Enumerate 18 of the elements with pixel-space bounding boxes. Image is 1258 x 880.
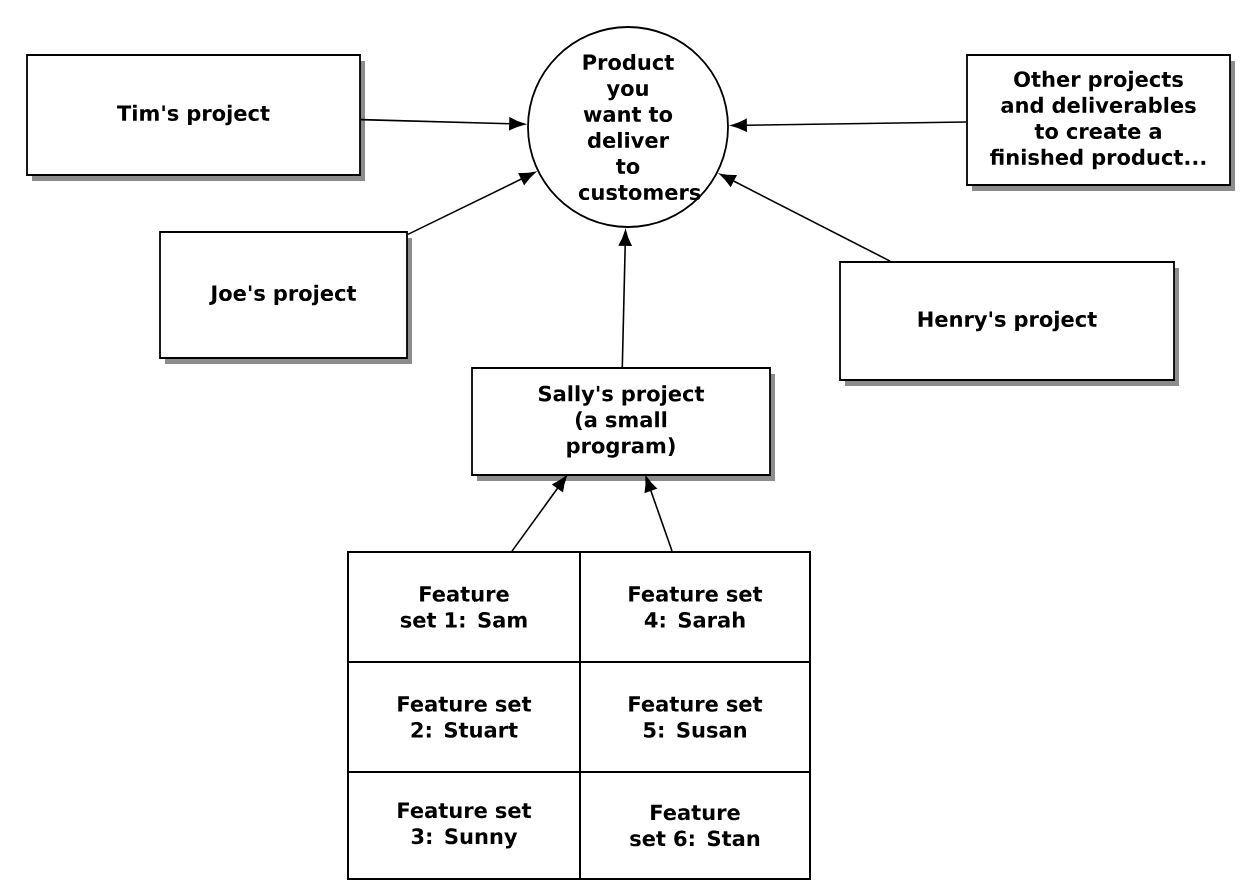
arrow xyxy=(511,475,567,552)
project-box: Joe's project xyxy=(159,231,412,364)
arrow xyxy=(360,117,525,131)
project-box: Other projects and deliverables to create a finished product... xyxy=(966,54,1235,191)
arrow xyxy=(618,230,632,368)
table-cell: Feature set 3: Sunny xyxy=(347,771,581,880)
table-cell: Feature set 4: Sarah xyxy=(579,551,811,663)
project-box: Sally's project (a small program) xyxy=(471,367,775,481)
arrow xyxy=(407,171,536,236)
table-cell: Feature set 2: Stuart xyxy=(347,661,581,773)
table-cell: Feature set 5: Susan xyxy=(579,661,811,773)
table-cell: Feature set 1: Sam xyxy=(347,551,581,663)
project-box: Tim's project xyxy=(26,54,365,181)
arrow xyxy=(719,173,891,262)
table-cell: Feature set 6: Stan xyxy=(579,771,811,880)
arrow xyxy=(644,476,673,552)
project-box: Henry's project xyxy=(839,261,1179,386)
arrow xyxy=(731,118,967,132)
